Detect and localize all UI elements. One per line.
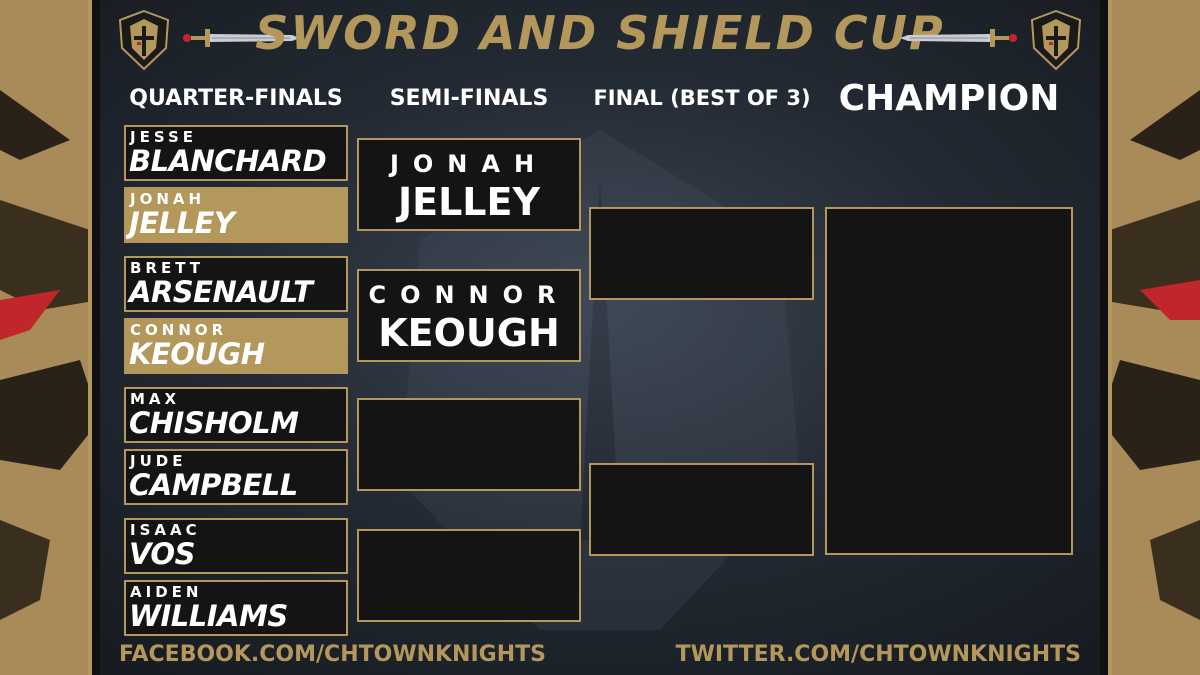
- qf-slot-7: ISAAC VOS: [124, 518, 348, 574]
- player-last-name: WILLIAMS: [129, 599, 288, 633]
- round-header-semi-finals: SEMI-FINALS: [389, 86, 549, 111]
- player-last-name: JELLEY: [398, 180, 540, 224]
- title-bar: SWORD AND SHIELD CUP: [100, 0, 1100, 80]
- qf-slot-1: JESSE BLANCHARD: [124, 125, 348, 181]
- qf-slot-3: BRETT ARSENAULT: [124, 256, 348, 312]
- sf-slot-2: CONNOR KEOUGH: [357, 269, 581, 362]
- knight-helmet-logo-icon: [1030, 10, 1082, 70]
- player-last-name: BLANCHARD: [129, 144, 327, 178]
- qf-slot-5: MAX CHISHOLM: [124, 387, 348, 443]
- player-first-name: CONNOR: [368, 281, 570, 309]
- sword-icon: [900, 29, 1017, 47]
- player-first-name: JESSE: [130, 128, 198, 146]
- sword-icon: [183, 29, 300, 47]
- player-last-name: JELLEY: [129, 206, 235, 240]
- final-slot-2: [589, 463, 814, 556]
- final-slot-1: [589, 207, 814, 300]
- player-last-name: VOS: [129, 537, 195, 571]
- player-first-name: CONNOR: [130, 321, 228, 339]
- player-last-name: KEOUGH: [129, 337, 265, 371]
- page-title: SWORD AND SHIELD CUP: [255, 6, 945, 60]
- round-header-champion: CHAMPION: [838, 78, 1060, 119]
- player-first-name: MAX: [130, 390, 181, 408]
- player-last-name: ARSENAULT: [129, 275, 313, 309]
- round-header-final: FINAL (BEST OF 3): [593, 86, 811, 110]
- qf-slot-8: AIDEN WILLIAMS: [124, 580, 348, 636]
- twitter-link[interactable]: TWITTER.COM/CHTOWNKNIGHTS: [675, 642, 1081, 667]
- player-first-name: JONAH: [130, 190, 206, 208]
- left-knight-art: [0, 0, 100, 675]
- sf-slot-3: [357, 398, 581, 491]
- player-last-name: CAMPBELL: [129, 468, 298, 502]
- right-knight-art: [1100, 0, 1200, 675]
- round-header-quarter-finals: QUARTER-FINALS: [129, 86, 343, 111]
- sf-slot-1: JONAH JELLEY: [357, 138, 581, 231]
- player-first-name: BRETT: [130, 259, 205, 277]
- player-last-name: CHISHOLM: [129, 406, 299, 440]
- player-last-name: KEOUGH: [378, 311, 560, 355]
- knight-helmet-logo-icon: [118, 10, 170, 70]
- facebook-link[interactable]: FACEBOOK.COM/CHTOWNKNIGHTS: [119, 642, 546, 667]
- sf-slot-4: [357, 529, 581, 622]
- qf-slot-4: CONNOR KEOUGH: [124, 318, 348, 374]
- champion-slot: [825, 207, 1073, 555]
- player-first-name: JUDE: [130, 452, 187, 470]
- player-first-name: AIDEN: [130, 583, 203, 601]
- player-first-name: JONAH: [389, 150, 549, 178]
- qf-slot-2: JONAH JELLEY: [124, 187, 348, 243]
- qf-slot-6: JUDE CAMPBELL: [124, 449, 348, 505]
- player-first-name: ISAAC: [130, 521, 201, 539]
